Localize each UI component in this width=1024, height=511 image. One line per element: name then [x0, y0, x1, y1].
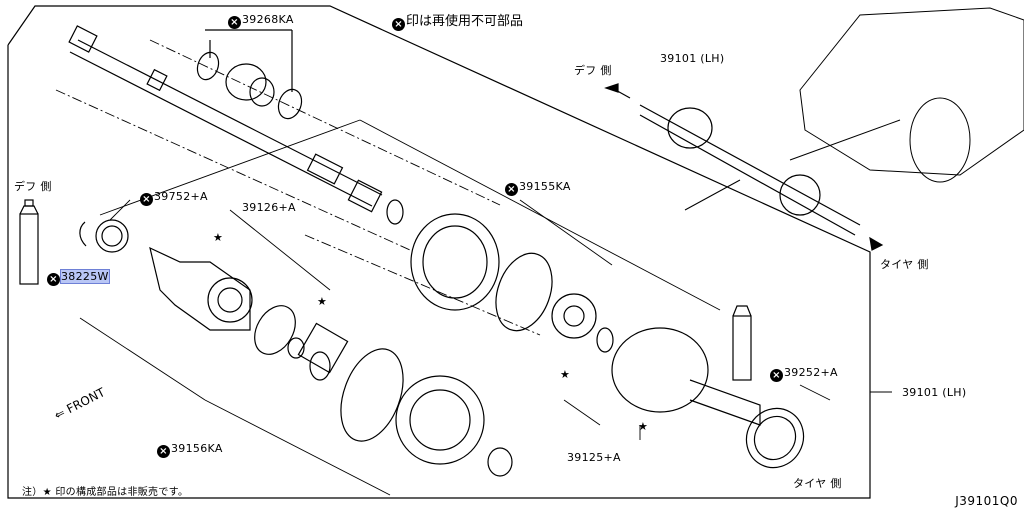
differential-side-left: デフ 側 — [14, 180, 52, 193]
inset-drive-shaft — [604, 83, 884, 251]
label-text: 39101 (LH) — [660, 52, 725, 65]
label-39752a[interactable]: ×39752+A — [140, 190, 208, 206]
diagram-code-text: J39101Q0 — [955, 494, 1018, 508]
label-text: 39126+A — [242, 201, 296, 214]
label-text-highlighted: 38225W — [60, 269, 110, 284]
intermediate-shaft — [68, 25, 383, 213]
direction-text: タイヤ 側 — [793, 477, 842, 490]
not-reusable-icon: × — [47, 273, 60, 286]
direction-text: デフ 側 — [574, 64, 612, 77]
label-text: 39268KA — [242, 13, 294, 26]
label-39252a[interactable]: ×39252+A — [770, 366, 838, 382]
svg-text:★: ★ — [317, 295, 327, 308]
tire-side-inset: タイヤ 側 — [880, 258, 929, 271]
label-text: 39155KA — [519, 180, 571, 193]
label-39268ka[interactable]: ×39268KA — [228, 13, 294, 29]
not-reusable-icon: × — [157, 445, 170, 458]
label-38225w[interactable]: ×38225W — [47, 269, 110, 286]
label-text: 39101 (LH) — [902, 386, 967, 399]
label-text: 39252+A — [784, 366, 838, 379]
svg-text:★: ★ — [638, 420, 648, 433]
leader-lines — [79, 119, 892, 496]
differential-side-inset: デフ 側 — [574, 64, 612, 77]
label-39156ka[interactable]: ×39156KA — [157, 442, 223, 458]
not-reusable-icon: × — [770, 369, 783, 382]
inner-joint-assembly — [79, 219, 349, 381]
footer-note: 注）★ 印の構成部品は非販売です。 — [22, 486, 188, 499]
reuse-note-text: 印は再使用不可部品 — [406, 14, 524, 29]
not-reusable-icon: × — [228, 16, 241, 29]
boot-kit-bottom — [340, 348, 513, 477]
outer-joint-assembly — [611, 305, 805, 469]
not-reusable-icon: × — [505, 183, 518, 196]
label-text: 39156KA — [171, 442, 223, 455]
reuse-note: ×印は再使用不可部品 — [392, 10, 523, 31]
not-reusable-icon: × — [140, 193, 153, 206]
label-39125a[interactable]: 39125+A — [567, 451, 621, 464]
alignment-lines — [55, 39, 541, 336]
label-text: 39752+A — [154, 190, 208, 203]
label-39101-lh-main[interactable]: 39101 (LH) — [902, 386, 966, 399]
non-sale-markers: ★ ★ ★ ★ — [213, 231, 648, 433]
footer-note-text: 注）★ 印の構成部品は非販売です。 — [22, 487, 189, 498]
label-39126a[interactable]: 39126+A — [242, 201, 296, 214]
svg-text:★: ★ — [560, 368, 570, 381]
diagram-code: J39101Q0 — [955, 494, 1018, 508]
boot-kit-top — [196, 29, 303, 120]
diagram-frame — [7, 5, 871, 499]
vehicle-silhouette — [684, 7, 1024, 211]
grease-tube-left — [19, 199, 39, 285]
label-39155ka[interactable]: ×39155KA — [505, 180, 571, 196]
label-text: 39125+A — [567, 451, 621, 464]
direction-text: デフ 側 — [14, 180, 52, 193]
not-reusable-icon: × — [392, 18, 405, 31]
label-39101-lh-inset[interactable]: 39101 (LH) — [660, 52, 724, 65]
svg-text:★: ★ — [213, 231, 223, 244]
direction-text: タイヤ 側 — [880, 258, 929, 271]
boot-kit-middle — [386, 199, 614, 353]
tire-side-bottom: タイヤ 側 — [793, 477, 842, 490]
